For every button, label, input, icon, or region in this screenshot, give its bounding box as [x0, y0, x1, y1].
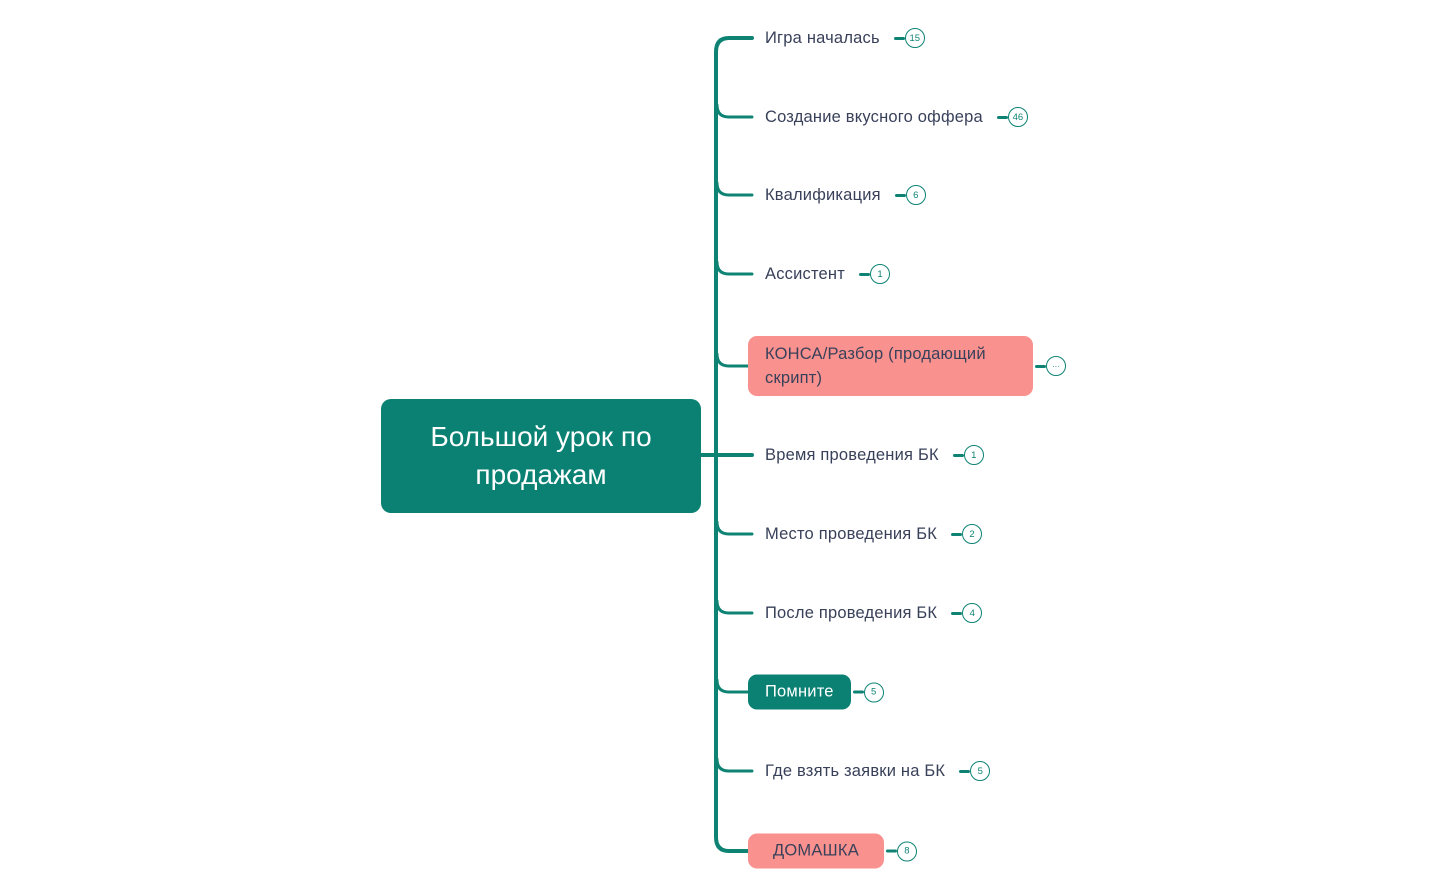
collapse-badge[interactable]: 1	[870, 264, 890, 284]
topic-row: ДОМАШКА 8	[748, 833, 917, 869]
badge-connector	[959, 769, 971, 773]
topic-row: КОНСА/Разбор (продающий скрипт) ···	[748, 336, 1066, 396]
badge-connector	[859, 272, 870, 276]
topic-label: Помните	[765, 682, 834, 701]
badge-connector	[951, 611, 963, 615]
collapse-badge[interactable]: 6	[905, 185, 926, 205]
topic-row: Создание вкусного оффера 46	[765, 107, 1028, 127]
collapse-badge[interactable]: 8	[896, 841, 917, 861]
collapse-badge[interactable]: 5	[863, 682, 884, 702]
collapse-badge[interactable]: ···	[1046, 356, 1066, 376]
badge-connector	[894, 193, 906, 197]
topic-row: Помните 5	[748, 674, 884, 710]
topic-row: Ассистент 1	[765, 264, 890, 284]
topic-row: Место проведения БК 2	[765, 524, 983, 544]
badge-connector	[1035, 364, 1046, 368]
badge-connector	[893, 36, 905, 40]
badge-connector	[996, 115, 1008, 119]
topic-row: Квалификация 6	[765, 185, 926, 205]
topic-label: ДОМАШКА	[773, 841, 859, 860]
badge-connector	[951, 532, 963, 536]
topic-row: Где взять заявки на БК 5	[765, 761, 991, 781]
badge-connector	[952, 453, 964, 457]
topic-row: После проведения БК 4	[765, 603, 983, 623]
topic-posle-bk[interactable]: После проведения БК	[765, 603, 938, 622]
topic-igra-nachalas[interactable]: Игра началась	[765, 28, 880, 47]
topic-vremya-bk[interactable]: Время проведения БК	[765, 445, 939, 464]
topic-pomnite[interactable]: Помните	[748, 674, 851, 710]
topic-sozdanie-offera[interactable]: Создание вкусного оффера	[765, 107, 983, 126]
collapse-badge[interactable]: 5	[970, 761, 991, 781]
collapse-badge[interactable]: 4	[962, 603, 983, 623]
topic-konsa-razbor[interactable]: КОНСА/Разбор (продающий скрипт)	[748, 336, 1033, 396]
topic-assistent[interactable]: Ассистент	[765, 264, 845, 283]
topic-row: Время проведения БК 1	[765, 445, 984, 465]
collapse-badge[interactable]: 2	[962, 524, 983, 544]
root-topic[interactable]: Большой урок по продажам	[381, 399, 701, 513]
collapse-badge[interactable]: 46	[1007, 107, 1028, 127]
topic-domashka[interactable]: ДОМАШКА	[748, 833, 884, 869]
topic-mesto-bk[interactable]: Место проведения БК	[765, 524, 938, 543]
topic-kvalifikaciya[interactable]: Квалификация	[765, 185, 881, 204]
badge-connector	[885, 849, 897, 853]
collapse-badge[interactable]: 15	[904, 28, 925, 48]
collapse-badge[interactable]: 1	[963, 445, 984, 465]
topic-gde-zayavki[interactable]: Где взять заявки на БК	[765, 761, 946, 780]
topic-label: КОНСА/Разбор (продающий скрипт)	[765, 345, 986, 387]
topic-row: Игра началась 15	[765, 28, 925, 48]
badge-connector	[852, 690, 864, 694]
